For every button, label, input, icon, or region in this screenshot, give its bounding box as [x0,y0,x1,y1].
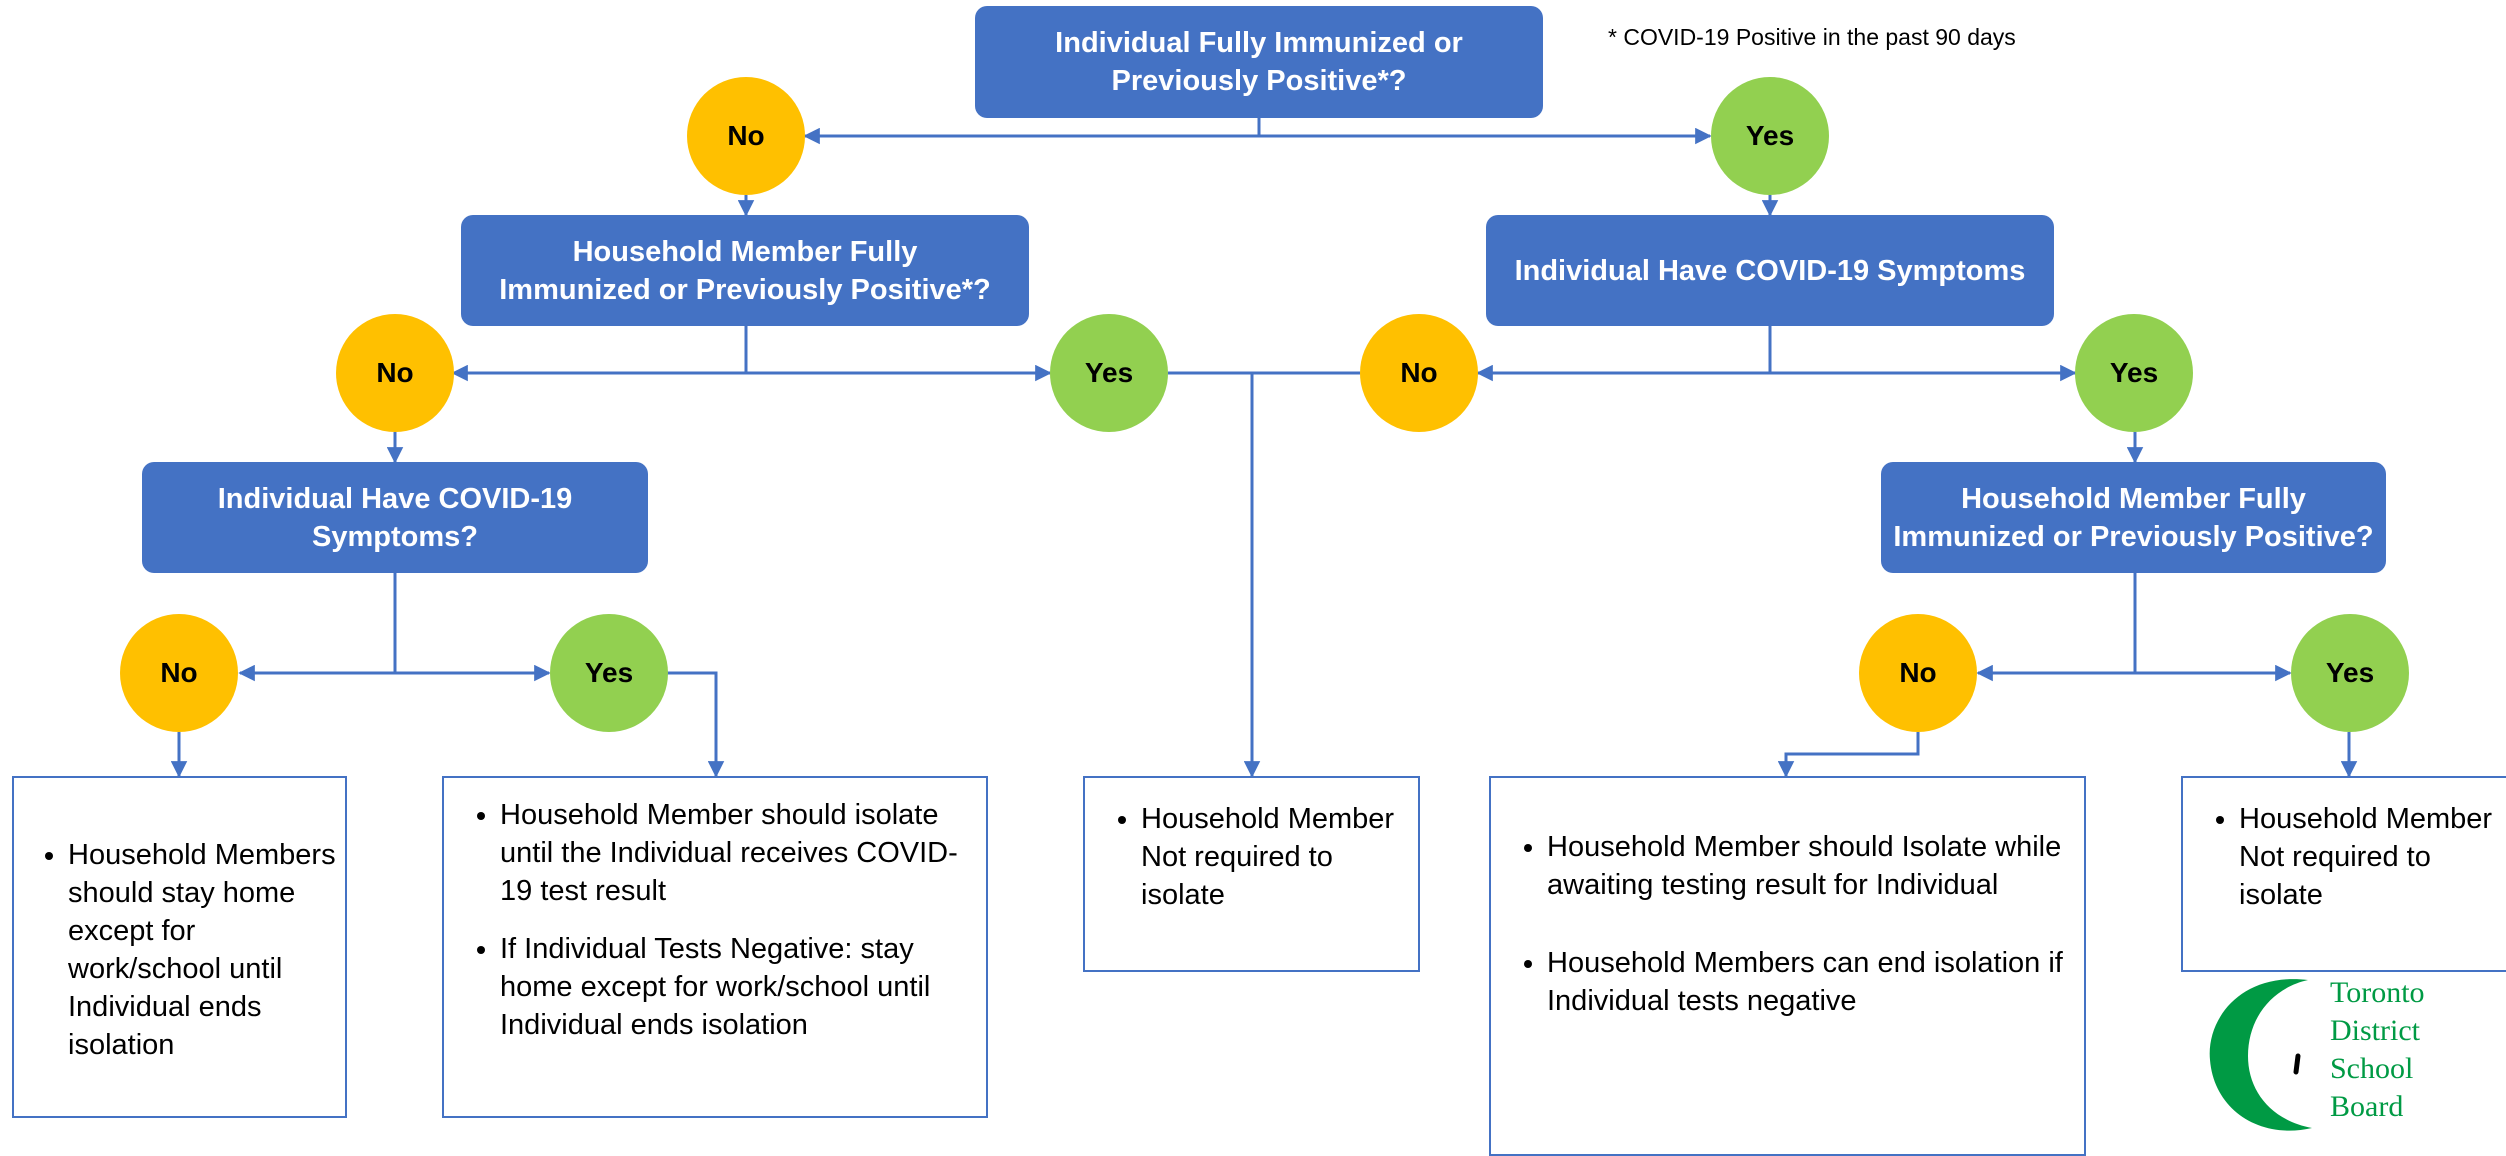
question-household-immunized-right: Household Member Fully Immunized or Prev… [1881,462,2386,573]
answer-no: No [687,77,805,195]
result-bullet: Household Members should stay home excep… [68,836,337,1064]
logo-line: District [2330,1014,2420,1047]
question-individual-symptoms: Individual Have COVID-19 Symptoms [1486,215,2054,326]
answer-yes: Yes [2075,314,2193,432]
result-bullet: Household Member should Isolate while aw… [1547,828,2070,904]
answer-yes: Yes [550,614,668,732]
logo-crescent-icon [2209,979,2312,1131]
answer-no: No [336,314,454,432]
question-individual-symptoms-left: Individual Have COVID-19 Symptoms? [142,462,648,573]
logo-line: Toronto [2330,976,2425,1009]
result-bullet: Household Member should isolate until th… [500,796,972,910]
answer-no: No [120,614,238,732]
connector [1777,732,1920,778]
result-box: Household Member should Isolate while aw… [1489,776,2086,1156]
answer-no: No [1859,614,1977,732]
result-bullet: If Individual Tests Negative: stay home … [500,930,972,1044]
footnote: * COVID-19 Positive in the past 90 days [1608,24,2016,50]
result-box: Household Member should isolate until th… [442,776,988,1118]
question-household-immunized: Household Member Fully Immunized or Prev… [461,215,1029,326]
answer-yes: Yes [2291,614,2409,732]
answer-no: No [1360,314,1478,432]
result-bullet: Household Member Not required to isolate [2239,800,2506,914]
answer-yes: Yes [1711,77,1829,195]
answer-yes: Yes [1050,314,1168,432]
result-box: Household Members should stay home excep… [12,776,347,1118]
connector [667,671,725,778]
result-box: Household Member Not required to isolate [1083,776,1420,972]
logo-line: School [2330,1052,2414,1085]
result-bullet: Household Members can end isolation if I… [1547,944,2070,1020]
result-box: Household Member Not required to isolate [2181,776,2506,972]
logo-line: Board [2330,1090,2404,1123]
result-bullet: Household Member Not required to isolate [1141,800,1410,914]
logo-wordmark: Toronto District School Board [2330,974,2425,1126]
question-individual-immunized: Individual Fully Immunized or Previously… [975,6,1543,118]
tdsb-logo: Toronto District School Board [2200,960,2506,1142]
